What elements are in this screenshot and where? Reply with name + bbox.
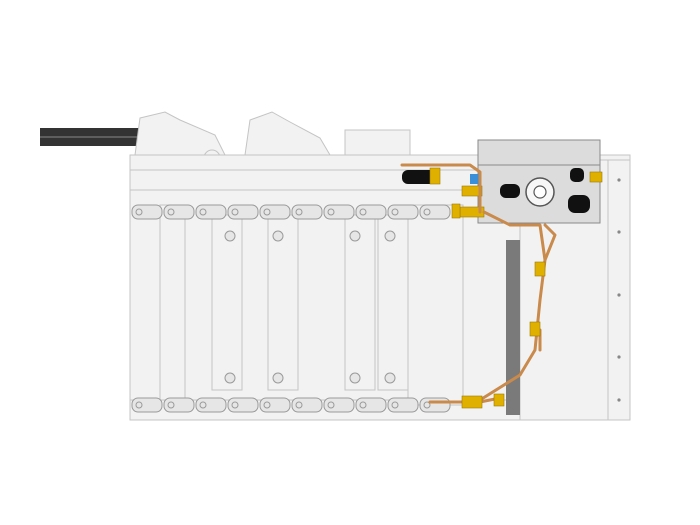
chain-link — [387, 397, 419, 413]
chain-pin — [231, 208, 239, 216]
chain-pin — [327, 401, 335, 409]
chain-pin — [263, 401, 271, 409]
chain-pin — [167, 401, 175, 409]
side-bolt-dot — [617, 178, 621, 182]
chain-pin — [167, 208, 175, 216]
control-valve-block — [402, 139, 603, 224]
chain-pin — [231, 401, 239, 409]
chain-link — [163, 397, 195, 413]
chain-pin — [295, 401, 303, 409]
chain-link — [323, 397, 355, 413]
bar-bolt — [384, 230, 396, 242]
bar-bolt — [224, 372, 236, 384]
chain-link — [323, 204, 355, 220]
chain-link — [355, 397, 387, 413]
chain-pin — [423, 401, 431, 409]
bar-bolt — [272, 372, 284, 384]
chain-pin — [359, 208, 367, 216]
left-valve-handle — [402, 170, 438, 184]
chain-pin — [423, 208, 431, 216]
side-bolt-dot — [617, 230, 621, 234]
chain-link — [291, 204, 323, 220]
chain-link — [291, 397, 323, 413]
upper-clamp-bracket — [134, 111, 411, 167]
chain-link — [227, 397, 259, 413]
chain-pin — [263, 208, 271, 216]
side-bolt-dot — [617, 293, 621, 297]
blue-fitting — [470, 174, 480, 184]
bar-bolt — [384, 372, 396, 384]
bar-bolt — [224, 230, 236, 242]
chain-link — [195, 204, 227, 220]
chain-pin — [135, 401, 143, 409]
bar-bolt — [272, 230, 284, 242]
chain-pin — [359, 401, 367, 409]
chain-link — [259, 397, 291, 413]
chain-pin — [391, 401, 399, 409]
chain-link — [163, 204, 195, 220]
chain-link — [195, 397, 227, 413]
roller-chains — [131, 204, 451, 413]
chain-pin — [391, 208, 399, 216]
chain-pin — [199, 401, 207, 409]
chain-link — [355, 204, 387, 220]
chain-link — [131, 397, 163, 413]
chain-link — [259, 204, 291, 220]
chain-link — [227, 204, 259, 220]
vertical-frame-bars — [159, 204, 464, 406]
chain-link — [419, 204, 451, 220]
chain-pin — [199, 208, 207, 216]
chain-link — [131, 204, 163, 220]
dark-backing-plate — [506, 240, 520, 415]
side-bolt-dot — [617, 355, 621, 359]
chain-pin — [327, 208, 335, 216]
chain-pin — [135, 208, 143, 216]
bar-bolt — [349, 230, 361, 242]
side-bolt-dot — [617, 398, 621, 402]
bar-bolt — [349, 372, 361, 384]
brass-pipe-fittings — [461, 261, 546, 409]
chain-pin — [295, 208, 303, 216]
chain-link — [387, 204, 419, 220]
side-panel-bolts — [617, 178, 621, 402]
